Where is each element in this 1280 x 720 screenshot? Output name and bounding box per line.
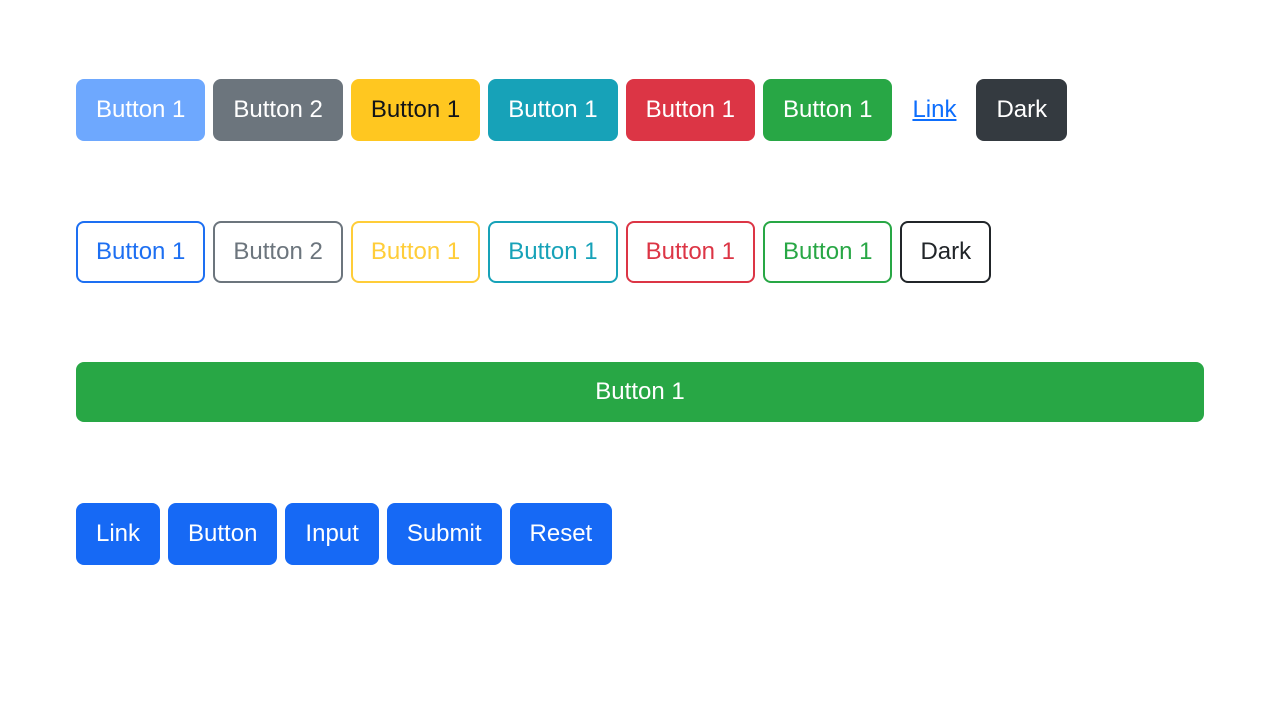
button-outline-primary-1[interactable]: Button 1 — [76, 221, 206, 283]
block-button-row: Button 1 — [76, 362, 1204, 422]
button-primary-1[interactable]: Button 1 — [76, 79, 206, 141]
button-outline-warning-1[interactable]: Button 1 — [350, 221, 481, 283]
form-button[interactable]: Button — [168, 503, 278, 565]
button-warning-1[interactable]: Button 1 — [350, 79, 481, 141]
solid-buttons-row: Button 1 Button 2 Button 1 Button 1 Butt… — [76, 79, 1068, 141]
button-outline-dark[interactable]: Dark — [900, 221, 992, 283]
button-outline-secondary-2[interactable]: Button 2 — [213, 221, 343, 283]
form-anchor-link[interactable]: Link — [76, 503, 161, 565]
button-link[interactable]: Link — [912, 96, 957, 123]
button-secondary-2[interactable]: Button 2 — [213, 79, 343, 141]
button-info-1[interactable]: Button 1 — [488, 79, 618, 141]
form-input-button[interactable] — [285, 503, 379, 565]
button-success-1[interactable]: Button 1 — [763, 79, 893, 141]
button-outline-danger-1[interactable]: Button 1 — [625, 221, 756, 283]
outline-buttons-row: Button 1 Button 2 Button 1 Button 1 Butt… — [76, 221, 992, 283]
button-dark[interactable]: Dark — [976, 79, 1068, 141]
button-block-success[interactable]: Button 1 — [76, 362, 1204, 422]
button-danger-1[interactable]: Button 1 — [625, 79, 756, 141]
form-controls-row: Link Button — [76, 503, 613, 565]
form-input-submit[interactable] — [386, 503, 502, 565]
button-outline-info-1[interactable]: Button 1 — [488, 221, 618, 283]
form-input-reset[interactable] — [509, 503, 613, 565]
button-outline-success-1[interactable]: Button 1 — [763, 221, 893, 283]
